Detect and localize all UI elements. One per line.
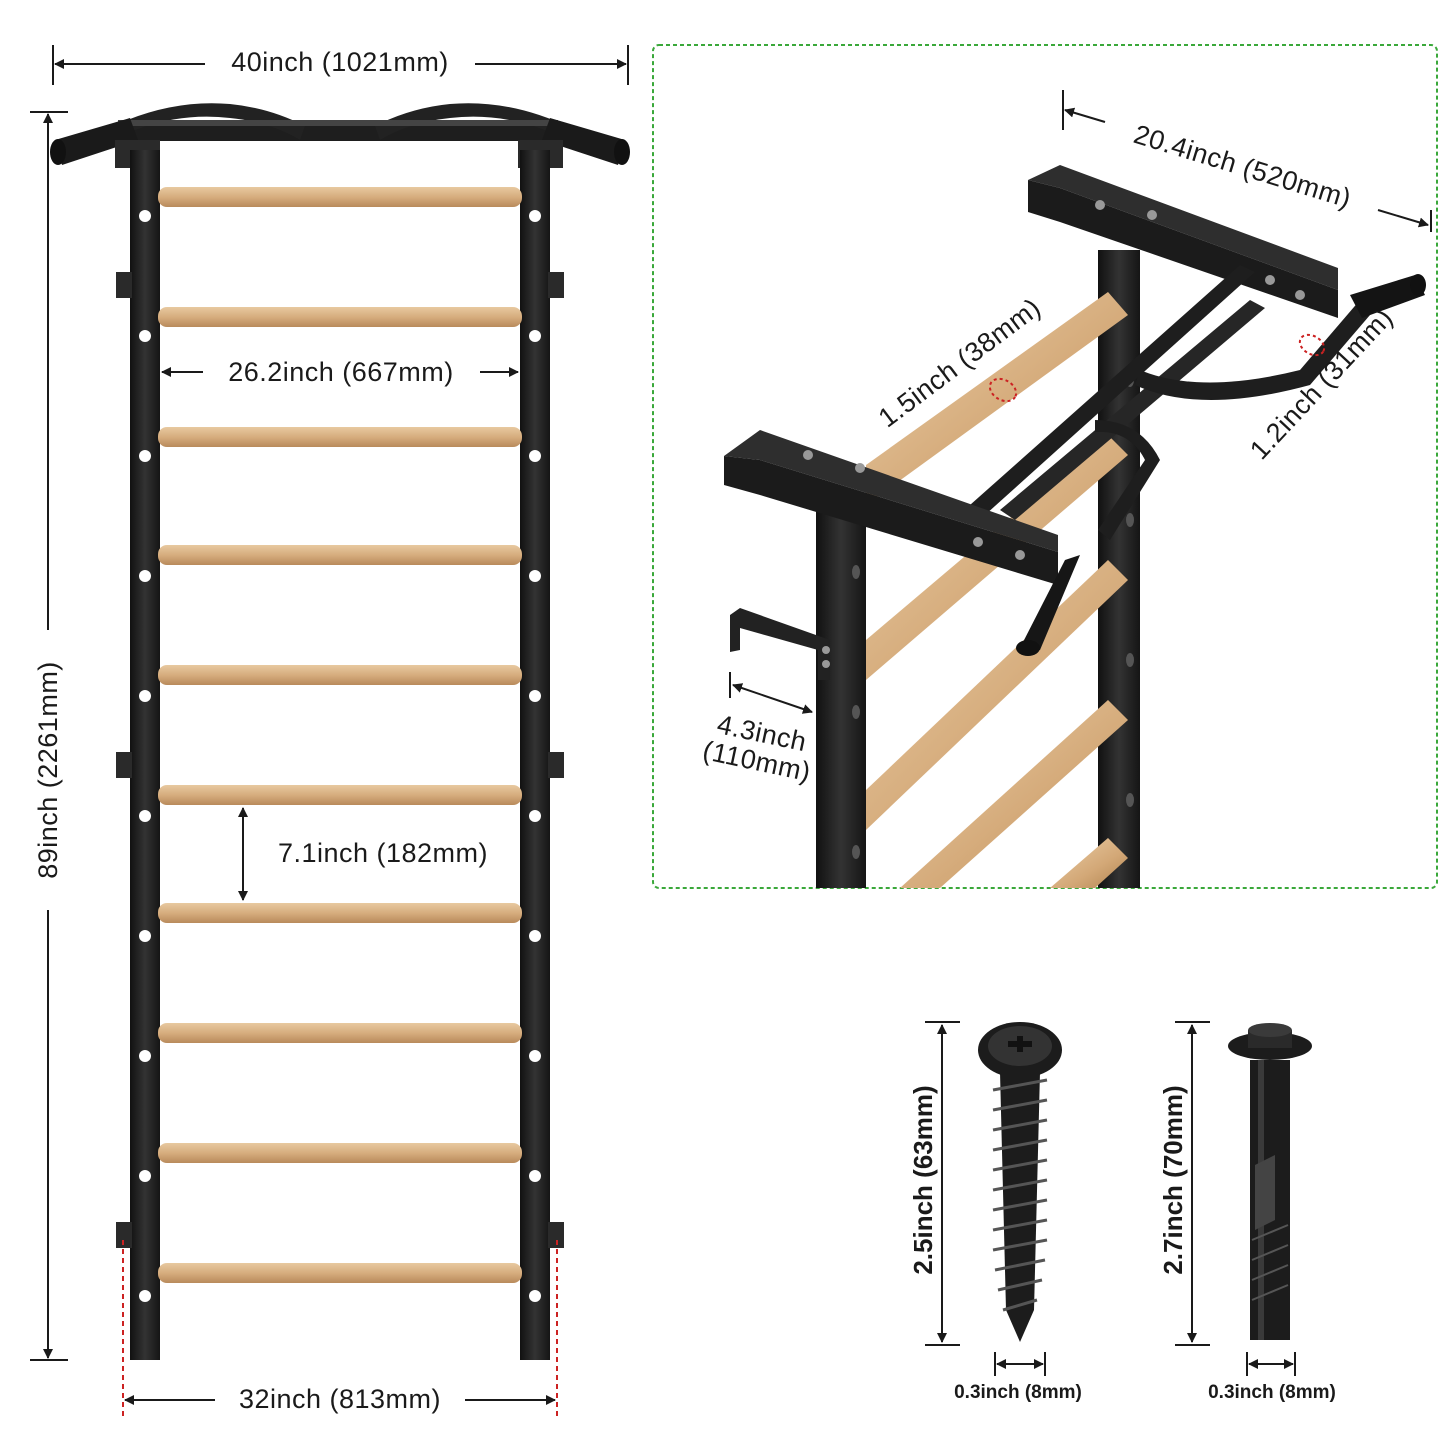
bracket-depth-dimension: 4.3inch (110mm) xyxy=(700,672,814,787)
detail-wall-bracket xyxy=(730,608,830,680)
right-rail xyxy=(520,150,550,1360)
screw-threads xyxy=(992,1078,1048,1312)
rung xyxy=(158,665,522,685)
rung-spacing-label: 7.1inch (182mm) xyxy=(278,838,488,868)
detail-rungs xyxy=(866,292,1128,888)
anchor-length-label: 2.7inch (70mm) xyxy=(1158,1085,1188,1274)
overall-height-dimension: 89inch (2261mm) xyxy=(30,111,68,1361)
anchor-diameter-label: 0.3inch (8mm) xyxy=(1208,1382,1336,1403)
expansion-anchor-bolt: 2.7inch (70mm) 0.3inch (8mm) xyxy=(1158,1021,1336,1403)
detail-handles xyxy=(1016,274,1426,656)
front-rail-holes xyxy=(852,373,1134,859)
pull-up-bar-detail-inset: 20.4inch (520mm) 1.5inch (38mm) 1.2inch … xyxy=(652,44,1438,889)
screw-length-label: 2.5inch (63mm) xyxy=(908,1085,938,1274)
overall-height-label: 89inch (2261mm) xyxy=(33,661,63,879)
inset-border xyxy=(652,44,1438,889)
rear-top-bracket xyxy=(1028,165,1338,318)
overall-width-dimension: 40inch (1021mm) xyxy=(52,45,629,85)
rung xyxy=(158,187,522,207)
rung xyxy=(158,1143,522,1163)
pull-up-bar xyxy=(50,103,630,168)
inner-width-label: 26.2inch (667mm) xyxy=(228,357,454,387)
front-top-bracket xyxy=(724,430,1058,585)
rung xyxy=(158,427,522,447)
screw-diameter-label: 0.3inch (8mm) xyxy=(954,1382,1082,1403)
screw-shank xyxy=(1000,1072,1040,1342)
rung xyxy=(158,545,522,565)
rung xyxy=(158,1263,522,1283)
inner-width-dimension: 26.2inch (667mm) xyxy=(161,354,519,390)
rungs xyxy=(158,187,522,1283)
wall-ladder-front-view: 40inch (1021mm) 89inch (2261mm) xyxy=(30,45,630,1420)
overall-width-label: 40inch (1021mm) xyxy=(231,47,449,77)
left-grip xyxy=(50,118,138,165)
rung xyxy=(158,1023,522,1043)
anchor-grooves xyxy=(1251,1224,1289,1301)
right-grip xyxy=(542,118,630,165)
rung xyxy=(158,903,522,923)
lag-screw: 2.5inch (63mm) 0.3inch (8mm) xyxy=(908,1021,1082,1403)
wall-brackets xyxy=(116,272,564,1248)
rung xyxy=(158,307,522,327)
crossbars xyxy=(970,265,1265,520)
front-rail xyxy=(816,505,866,888)
rung-spacing-dimension: 7.1inch (182mm) xyxy=(238,807,512,901)
rung xyxy=(158,785,522,805)
bar-depth-label: 20.4inch (520mm) xyxy=(1130,119,1355,214)
rail-holes xyxy=(139,210,541,1302)
base-width-dimension: 32inch (813mm) xyxy=(122,1240,558,1420)
base-width-label: 32inch (813mm) xyxy=(239,1384,441,1414)
left-rail xyxy=(130,150,160,1360)
